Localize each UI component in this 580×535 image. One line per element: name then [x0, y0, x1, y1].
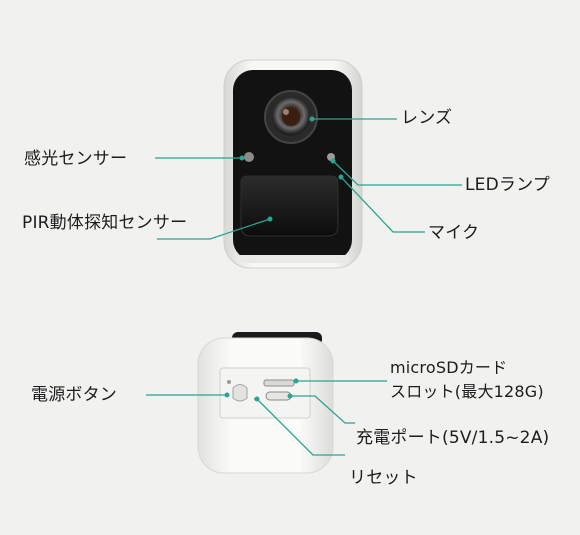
- label-light-sensor: 感光センサー: [24, 149, 128, 169]
- leader-dot-light-sensor: [239, 155, 245, 161]
- leader-dot-lens: [309, 116, 315, 122]
- leader-dot-pir: [267, 216, 273, 222]
- label-reset: リセット: [349, 468, 418, 488]
- leader-dot-charge: [287, 393, 293, 399]
- label-led-lamp: LEDランプ: [465, 175, 550, 195]
- pir-window: [240, 175, 339, 237]
- leader-dot-mic: [338, 174, 344, 180]
- leader-line-charge: [290, 395, 355, 424]
- leader-line-mic: [340, 176, 425, 233]
- label-microsd-line1: microSDカード: [390, 358, 508, 377]
- label-mic: マイク: [428, 223, 480, 243]
- microsd-slot: [263, 379, 295, 387]
- camera-front: [223, 59, 363, 269]
- leader-line-led: [332, 160, 462, 186]
- leader-dot-power: [224, 392, 230, 398]
- light-sensor: [244, 152, 254, 162]
- label-power-button: 電源ボタン: [31, 385, 117, 405]
- leader-line-pir: [157, 218, 271, 240]
- lens-highlight: [283, 109, 289, 115]
- camera-front-bottom-strip: [236, 255, 349, 263]
- label-microsd-line2: スロット(最大128G): [390, 382, 544, 401]
- leader-dot-reset: [254, 396, 260, 402]
- power-button-symbol: [227, 380, 231, 384]
- label-lens: レンズ: [401, 108, 453, 128]
- label-charge-port: 充電ポート(5V/1.5~2A): [356, 428, 550, 448]
- charge-port: [265, 391, 292, 401]
- leader-dot-microsd: [293, 378, 299, 384]
- label-pir-sensor: PIR動体探知センサー: [22, 213, 188, 233]
- camera-back: [197, 332, 334, 474]
- leader-line-reset: [256, 398, 345, 456]
- leader-dot-led: [330, 158, 336, 164]
- power-button: [232, 384, 248, 402]
